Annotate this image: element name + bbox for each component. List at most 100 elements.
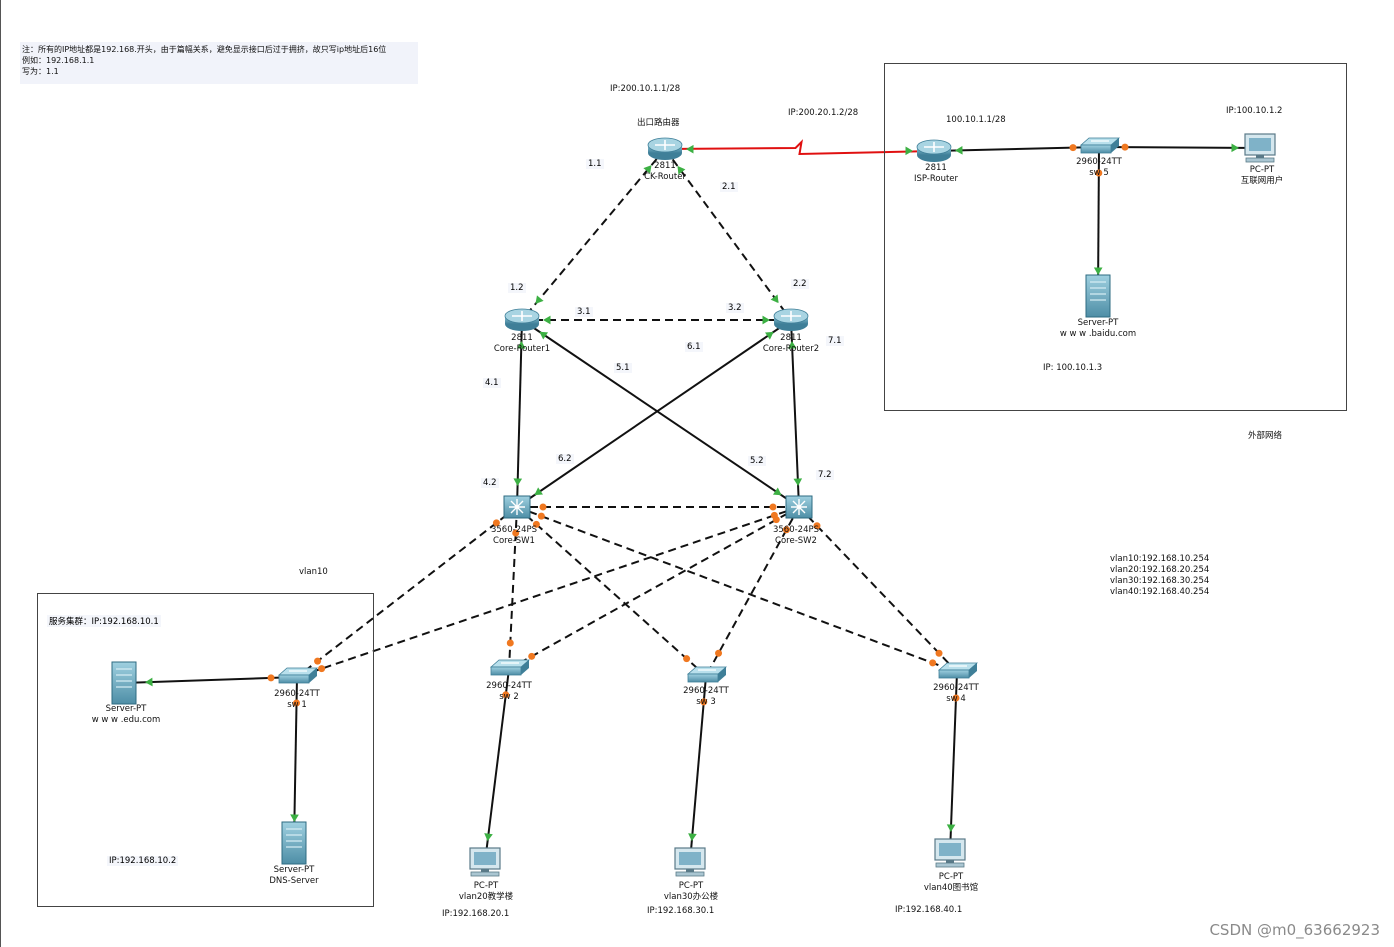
link-core-sw1-sw4	[516, 506, 958, 673]
server-edu-name: w w w .edu.com	[91, 715, 161, 725]
isp-link-ip-label: IP:200.20.1.2/28	[788, 108, 859, 118]
addr-7-2: 7.2	[816, 470, 834, 480]
sw5-model: 2960-24TT	[1076, 157, 1122, 167]
sw4-switch-icon	[937, 662, 979, 679]
port-marker	[952, 694, 960, 702]
port-marker	[1095, 169, 1103, 177]
port-marker	[772, 516, 780, 524]
addr-4-2: 4.2	[481, 478, 499, 488]
link-sw2-pc20	[484, 668, 510, 863]
note-box: 注：所有的IP地址都是192.168.开头，由于篇幅关系，避免显示接口后过于拥挤…	[20, 42, 418, 84]
vlan-gateway-4: vlan40:192.168.40.254	[1110, 587, 1210, 597]
sw1-model: 2960-24TT	[274, 689, 320, 699]
sw2-switch-icon	[489, 659, 531, 676]
left-border	[0, 0, 1, 947]
core-sw1-label: 3560-24PS Core-SW1	[479, 525, 549, 547]
note-line-1: 注：所有的IP地址都是192.168.开头，由于篇幅关系，避免显示接口后过于拥挤…	[22, 45, 387, 54]
sw5-switch-icon	[1079, 137, 1121, 154]
server-edu-model: Server-PT	[105, 704, 147, 714]
addr-3-1: 3.1	[575, 307, 593, 317]
link-up-marker	[144, 677, 153, 687]
sw4-model: 2960-24TT	[933, 683, 979, 693]
core-sw2-name: Core-SW2	[775, 536, 817, 546]
link-up-marker	[534, 487, 543, 496]
baidu-label: Server-PT w w w .baidu.com	[1058, 318, 1138, 340]
link-up-marker	[535, 295, 544, 304]
sw5-label: 2960-24TT sw 5	[1064, 157, 1134, 179]
core-sw1-name: Core-SW1	[493, 536, 535, 546]
pc40-pc-icon	[934, 838, 966, 868]
port-marker	[929, 659, 937, 667]
link-up-marker	[770, 294, 779, 304]
port-marker	[1121, 143, 1129, 151]
external-network-area	[884, 63, 1347, 411]
link-up-marker	[290, 814, 299, 823]
addr-7-1: 7.1	[826, 336, 844, 346]
port-marker	[813, 522, 821, 530]
core-sw2-label: 3560-24PS Core-SW2	[761, 525, 831, 547]
port-marker	[782, 526, 790, 534]
core-sw2-model: 3560-24PS	[772, 525, 820, 535]
port-marker	[528, 652, 536, 660]
core-sw2-multilayer-switch-icon	[785, 495, 813, 519]
sw1-label: 2960-24TT sw 1	[262, 689, 332, 711]
port-marker	[293, 699, 301, 707]
port-marker	[506, 639, 514, 647]
pc20-model: PC-PT	[473, 881, 499, 891]
link-core-sw2-sw3	[705, 506, 800, 677]
sw1-switch-icon	[277, 667, 319, 684]
note-line-3: 写为：1.1	[22, 67, 59, 76]
pc-ext-model: PC-PT	[1249, 165, 1275, 175]
ck-desc-label: 出口路由器	[637, 118, 680, 128]
ck-router-model: 2811	[654, 161, 676, 171]
port-marker	[683, 655, 691, 663]
core-r2-router-icon	[773, 308, 809, 331]
port-marker	[715, 649, 723, 657]
link-core-sw2-sw1	[296, 506, 800, 678]
vlan-gateway-1: vlan10:192.168.10.254	[1110, 554, 1210, 564]
addr-1-2: 1.2	[508, 283, 526, 293]
server-group-label: 服务集群：IP:192.168.10.1	[47, 615, 161, 627]
pc30-ip-label: IP:192.168.30.1	[647, 906, 715, 916]
link-up-marker	[954, 145, 963, 155]
addr-4-1: 4.1	[483, 378, 501, 388]
pc30-model: PC-PT	[678, 881, 704, 891]
pc40-ip-label: IP:192.168.40.1	[895, 905, 963, 915]
sw3-switch-icon	[686, 666, 728, 683]
port-marker	[314, 657, 322, 665]
link-up-marker	[516, 340, 526, 349]
sw2-model: 2960-24TT	[486, 681, 532, 691]
pc30-name: vlan30办公楼	[663, 892, 719, 902]
port-marker	[512, 529, 520, 537]
vlan10-label: vlan10	[299, 567, 328, 577]
pc40-label: PC-PT vlan40图书馆	[911, 872, 991, 894]
sw2-name: sw 2	[499, 692, 519, 702]
note-line-2: 例如：192.168.1.1	[22, 56, 95, 65]
link-core-sw2-sw2	[508, 506, 800, 670]
addr-2-2: 2.2	[791, 279, 809, 289]
port-marker	[502, 691, 510, 699]
link-core-r2-core-sw2	[790, 319, 800, 508]
addr-6-2: 6.2	[556, 454, 574, 464]
core-r2-name: Core-Router2	[762, 344, 820, 354]
addr-2-1: 2.1	[720, 182, 738, 192]
link-up-marker	[787, 340, 797, 349]
addr-3-2: 3.2	[726, 303, 744, 313]
sw3-label: 2960-24TT sw 3	[671, 686, 741, 708]
link-up-marker	[765, 331, 774, 340]
ck-router-router-icon	[647, 137, 683, 160]
sw5-name: sw 5	[1089, 168, 1109, 178]
core-r1-router-icon	[504, 308, 540, 331]
link-up-marker	[685, 144, 694, 154]
pc30-label: PC-PT vlan30办公楼	[651, 881, 731, 903]
server-cluster-area	[37, 593, 374, 907]
link-ck-router-isp-router	[664, 139, 935, 156]
server-edu-server-icon	[111, 661, 137, 705]
link-up-marker	[1231, 143, 1240, 153]
core-sw1-model: 3560-24PS	[490, 525, 538, 535]
link-up-marker	[643, 165, 652, 174]
link-up-marker	[539, 331, 549, 340]
port-marker	[318, 665, 326, 673]
link-up-marker	[762, 315, 770, 325]
